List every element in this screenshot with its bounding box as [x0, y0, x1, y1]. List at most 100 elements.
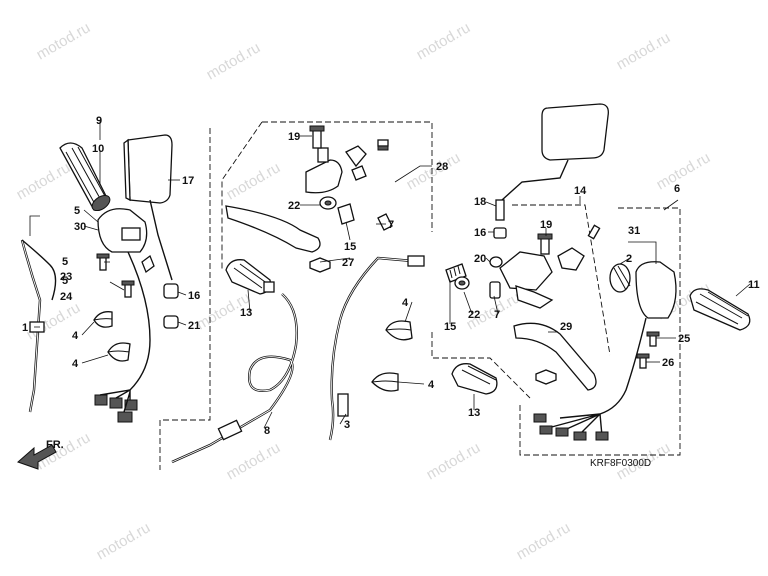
bolt-19-left — [309, 125, 325, 149]
bolt-20 — [489, 256, 503, 268]
watermark: motod.ru — [654, 149, 714, 193]
callout-11: 11 — [748, 279, 760, 291]
right-wire-connectors — [533, 413, 609, 441]
callout-4: 4 — [72, 330, 79, 342]
pivot-bolt-15-left — [337, 203, 355, 225]
front-direction-arrow: FR. — [17, 439, 64, 470]
screw-top-right — [587, 224, 601, 240]
watermark: motod.ru — [34, 19, 94, 63]
bolt-19-right — [537, 233, 553, 255]
callout-5: 5 — [62, 256, 68, 268]
callout-8: 8 — [264, 425, 270, 437]
left-part-21 — [163, 315, 179, 329]
watermark: motod.ru — [14, 159, 74, 203]
callout-4: 4 — [402, 297, 409, 309]
callout-2: 2 — [626, 253, 632, 265]
callout-16: 16 — [188, 290, 200, 302]
watermark-layer: motod.ru motod.ru motod.ru motod.ru moto… — [14, 19, 714, 563]
callout-17: 17 — [182, 175, 194, 187]
switch-7-left — [377, 213, 393, 231]
watermark: motod.ru — [224, 159, 284, 203]
mirror-stem-18 — [495, 199, 505, 221]
callout-6: 6 — [674, 183, 680, 195]
callout-3: 3 — [344, 419, 350, 431]
callout-15: 15 — [444, 321, 456, 333]
diagram-code: KRF8F0300D — [590, 458, 651, 469]
callout-16: 16 — [474, 227, 486, 239]
callout-1: 1 — [22, 322, 28, 334]
callout-24: 24 — [60, 291, 73, 303]
callout-23: 23 — [60, 271, 72, 283]
group-bracket-14 — [512, 204, 611, 356]
callout-7: 7 — [494, 309, 500, 321]
center-clamp-lower — [371, 372, 399, 392]
section-divider-left — [159, 128, 211, 470]
callout-20: 20 — [474, 253, 486, 265]
callout-31: 31 — [628, 225, 640, 237]
callout-4: 4 — [428, 379, 435, 391]
left-clamp-lower — [107, 342, 131, 362]
callout-13: 13 — [468, 407, 480, 419]
callout-22: 22 — [468, 309, 480, 321]
section-divider-mid — [431, 332, 531, 399]
left-switch-housing — [94, 208, 155, 423]
watermark: motod.ru — [514, 519, 574, 563]
brake-lever — [513, 322, 597, 391]
clutch-cable — [171, 293, 298, 464]
callout-26: 26 — [662, 357, 674, 369]
screw-25 — [646, 331, 660, 347]
left-part-16 — [163, 283, 179, 299]
left-grip — [59, 142, 111, 212]
left-clamp-upper — [93, 311, 113, 328]
right-mirror — [501, 103, 609, 201]
left-screw-24 — [121, 280, 135, 298]
callouts: 9 10 17 5 30 5 23 5 24 16 21 1 4 4 19 22… — [22, 115, 760, 437]
callout-13: 13 — [240, 307, 252, 319]
watermark: motod.ru — [424, 439, 484, 483]
callout-7: 7 — [388, 219, 394, 231]
front-direction-label: FR. — [46, 439, 64, 451]
watermark: motod.ru — [414, 19, 474, 63]
callout-27: 27 — [342, 257, 354, 269]
callout-5: 5 — [62, 275, 68, 287]
center-clamp-upper — [385, 320, 413, 341]
screw-26 — [636, 353, 650, 369]
callout-19: 19 — [288, 131, 300, 143]
right-grip-11 — [689, 288, 751, 331]
throttle-grip-13-upper — [225, 259, 275, 295]
watermark: motod.ru — [204, 39, 264, 83]
callout-30: 30 — [74, 221, 86, 233]
callout-14: 14 — [574, 185, 587, 197]
callout-5: 5 — [74, 205, 80, 217]
collar-22-left — [319, 196, 337, 210]
watermark: motod.ru — [94, 519, 154, 563]
master-cylinder — [499, 247, 585, 309]
callout-22: 22 — [288, 200, 300, 212]
throttle-grip-13-lower — [451, 363, 498, 395]
callout-15: 15 — [344, 241, 356, 253]
bolt-16-right — [493, 227, 507, 239]
left-screw-23 — [96, 253, 110, 271]
callout-4: 4 — [72, 358, 79, 370]
clutch-lever-holder — [305, 139, 389, 194]
callout-18: 18 — [474, 196, 486, 208]
callout-21: 21 — [188, 320, 200, 332]
callout-29: 29 — [560, 321, 572, 333]
callout-19: 19 — [540, 219, 552, 231]
watermark: motod.ru — [224, 439, 284, 483]
group-bracket-28 — [221, 121, 433, 270]
nut-mid — [535, 369, 557, 385]
clutch-lever — [225, 205, 321, 253]
nut-27-left — [309, 257, 331, 273]
right-switch-housing — [599, 261, 677, 415]
leader-lines — [29, 120, 751, 429]
callout-28: 28 — [436, 161, 448, 173]
group-bracket-6 — [519, 207, 681, 456]
switch-7-right — [489, 281, 501, 299]
collar-22-right — [454, 276, 470, 290]
brake-switch-cable — [328, 255, 425, 441]
left-mirror — [123, 134, 173, 281]
callout-25: 25 — [678, 333, 690, 345]
callout-10: 10 — [92, 143, 104, 155]
